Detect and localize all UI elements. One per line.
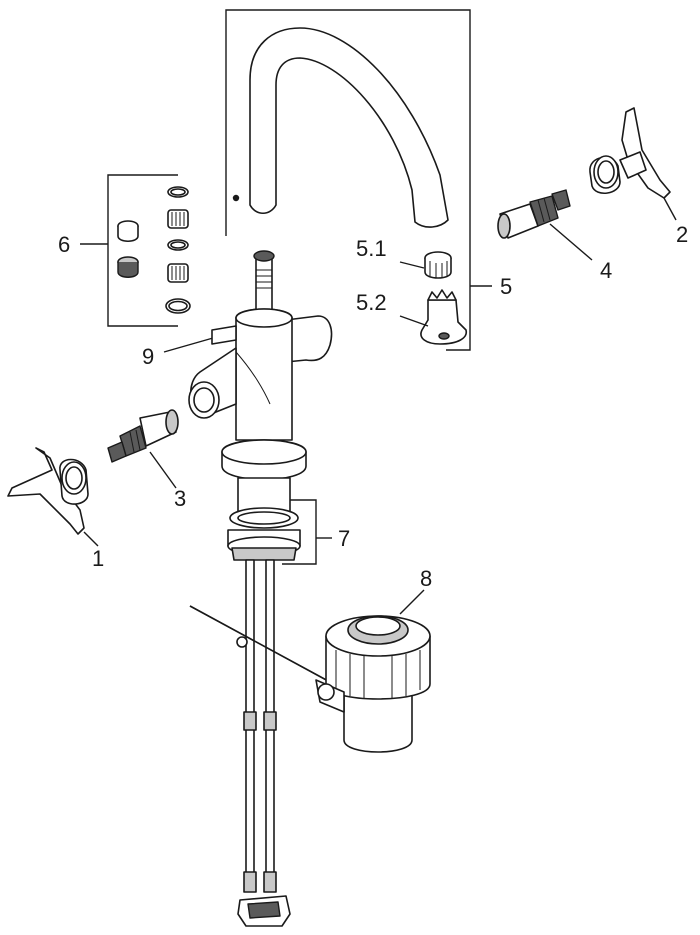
left-cartridge-part-3	[107, 409, 179, 489]
left-handle-part-1	[7, 447, 99, 547]
right-cartridge-part-4	[497, 189, 593, 261]
label-part-6: 6	[58, 232, 70, 257]
label-part-7: 7	[338, 526, 350, 551]
label-part-5-1: 5.1	[356, 236, 387, 261]
spout	[232, 27, 449, 228]
pop-up-waste-part-8	[315, 589, 431, 753]
seal-kit-part-6	[80, 174, 191, 327]
pop-up-rod	[189, 605, 331, 683]
label-part-1: 1	[92, 546, 104, 571]
label-part-3: 3	[174, 486, 186, 511]
label-part-2: 2	[676, 222, 688, 247]
faucet-body	[188, 250, 333, 523]
mounting-set-part-7	[227, 499, 332, 565]
aerator-key-part-5-2	[399, 289, 467, 345]
label-part-5: 5	[500, 274, 512, 299]
spout-dot	[232, 194, 240, 202]
label-part-5-2: 5.2	[356, 290, 387, 315]
label-part-4: 4	[600, 258, 612, 283]
label-part-9: 9	[142, 344, 154, 369]
part-9-leader	[163, 325, 237, 353]
supply-hoses	[237, 559, 291, 927]
right-handle-part-2	[589, 107, 677, 221]
spout-group-frame	[225, 9, 492, 351]
label-part-8: 8	[420, 566, 432, 591]
aerator-part-5-1	[399, 251, 452, 279]
